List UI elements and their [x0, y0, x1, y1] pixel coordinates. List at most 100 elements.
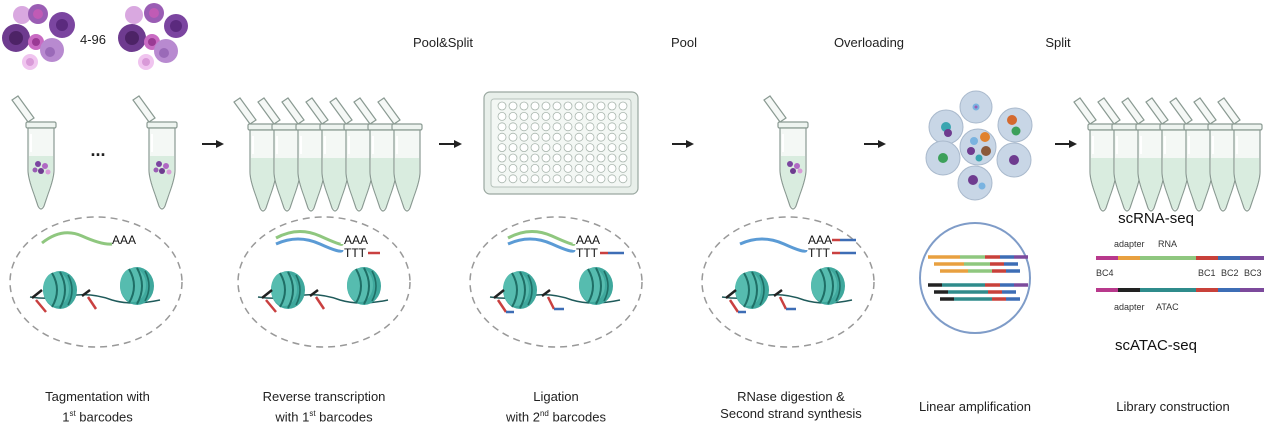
plate-well [618, 163, 628, 173]
plate-well [585, 101, 595, 111]
plate-well [508, 143, 518, 153]
plate-well [530, 132, 540, 142]
arrow-4 [864, 140, 886, 148]
caption-library-construction: Library construction [1116, 399, 1230, 414]
plate-well [552, 122, 562, 132]
plate-well [552, 174, 562, 184]
plate-well [596, 153, 606, 163]
plate-well [508, 132, 518, 142]
caption-linear-amplification: Linear amplification [918, 399, 1031, 414]
rna-label: RNA [1158, 239, 1177, 249]
cell-count-label: 4-96 [80, 32, 106, 47]
plate-well [563, 153, 573, 163]
step-title-overloading: Overloading [834, 35, 904, 50]
plate-well [596, 132, 606, 142]
plate-well [541, 163, 551, 173]
plate-well [530, 112, 540, 121]
plate-well [585, 163, 595, 173]
plate-well [596, 101, 606, 111]
well-plate-96 [483, 91, 639, 195]
plate-well [530, 174, 540, 184]
plate-well [618, 153, 628, 163]
plate-well [530, 122, 540, 132]
plate-well [552, 132, 562, 142]
plate-well [519, 132, 529, 142]
plate-well [585, 122, 595, 132]
plate-well [563, 163, 573, 173]
plate-well [552, 163, 562, 173]
bc3-label: BC3 [1244, 268, 1262, 278]
plate-well [574, 132, 584, 142]
plate-well [508, 112, 518, 121]
plate-well [508, 101, 518, 111]
plate-well [519, 143, 529, 153]
plate-well [596, 174, 606, 184]
plate-well [607, 112, 617, 121]
nucleus-ellipse-1 [9, 216, 183, 348]
plate-well [563, 132, 573, 142]
adapter-label-rna: adapter [1114, 239, 1145, 249]
plate-well [519, 112, 529, 121]
step-title-split: Split [1045, 35, 1071, 50]
caption-ligation: Ligation with 2nd barcodes [506, 389, 606, 425]
plate-well [497, 153, 507, 163]
plate-well [497, 132, 507, 142]
plate-well [530, 101, 540, 111]
tube-pooled [763, 95, 809, 210]
plate-well [519, 101, 529, 111]
plate-well [596, 163, 606, 173]
plate-well [497, 112, 507, 121]
plate-well [541, 101, 551, 111]
plate-well [563, 101, 573, 111]
caption-rnase-digestion: RNase digestion & Second strand synthesi… [720, 389, 862, 421]
plate-well [541, 112, 551, 121]
plate-well [563, 143, 573, 153]
plate-well [552, 153, 562, 163]
plate-well [497, 143, 507, 153]
plate-well [585, 174, 595, 184]
plate-well [574, 112, 584, 121]
atac-label: ATAC [1156, 302, 1179, 312]
caption-tagmentation: Tagmentation with 1st barcodes [45, 389, 150, 425]
panel-2-molecules: AAA TTT [257, 230, 389, 313]
plate-well [552, 112, 562, 121]
step-title-pool-split: Pool&Split [413, 35, 473, 50]
caption-reverse-transcription: Reverse transcription with 1st barcodes [262, 389, 386, 425]
cell-cluster-left [2, 4, 75, 70]
arrow-2 [439, 140, 462, 148]
plate-well [497, 122, 507, 132]
plate-well [618, 132, 628, 142]
plate-well [519, 174, 529, 184]
droplet-cluster [925, 90, 1033, 201]
plate-well [541, 143, 551, 153]
plate-well [574, 163, 584, 173]
plate-well [607, 153, 617, 163]
bc1-label: BC1 [1198, 268, 1216, 278]
plate-well [508, 163, 518, 173]
plate-well [497, 163, 507, 173]
nucleus-ellipse-4 [701, 216, 875, 348]
bc4-label: BC4 [1096, 268, 1114, 278]
plate-well [497, 101, 507, 111]
polyA-label-3: AAA [576, 233, 600, 247]
plate-well [508, 153, 518, 163]
polyT-label-4: TTT [808, 246, 831, 260]
plate-well [530, 153, 540, 163]
plate-well [552, 143, 562, 153]
amplification-circle [919, 222, 1031, 334]
plate-well [607, 163, 617, 173]
plate-well [574, 174, 584, 184]
plate-well [585, 112, 595, 121]
plate-well [607, 174, 617, 184]
bc2-label: BC2 [1221, 268, 1239, 278]
panel-3-molecules: AAA TTT [489, 230, 624, 314]
plate-well [585, 132, 595, 142]
plate-well [618, 122, 628, 132]
arrow-3 [672, 140, 694, 148]
polyT-label-3: TTT [576, 246, 599, 260]
plate-well [596, 112, 606, 121]
plate-well [508, 122, 518, 132]
plate-well [563, 122, 573, 132]
adapter-label-atac: adapter [1114, 302, 1145, 312]
